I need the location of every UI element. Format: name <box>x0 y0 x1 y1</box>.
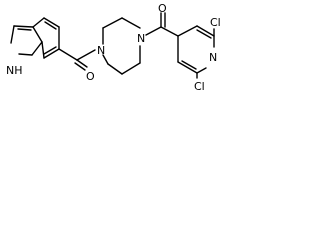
atom-chlorine-bottom: Cl <box>194 80 205 93</box>
atom-piperazine-nitrogen-right: N <box>137 32 145 45</box>
atom-carbonyl-oxygen-right: O <box>158 2 167 15</box>
pyridine-ring <box>177 25 215 79</box>
indole-ring <box>10 17 60 59</box>
piperazine-ring <box>102 17 141 75</box>
atom-indole-nh: NH <box>6 64 23 77</box>
left-carbonyl <box>58 48 96 71</box>
right-carbonyl <box>145 12 179 37</box>
atom-piperazine-nitrogen-left: N <box>97 44 105 57</box>
atom-pyridine-nitrogen: N <box>209 51 217 64</box>
atom-chlorine-top: Cl <box>210 16 221 29</box>
chemical-structure: NH O N N O N Cl Cl <box>6 2 221 93</box>
atom-carbonyl-oxygen-left: O <box>86 70 95 83</box>
